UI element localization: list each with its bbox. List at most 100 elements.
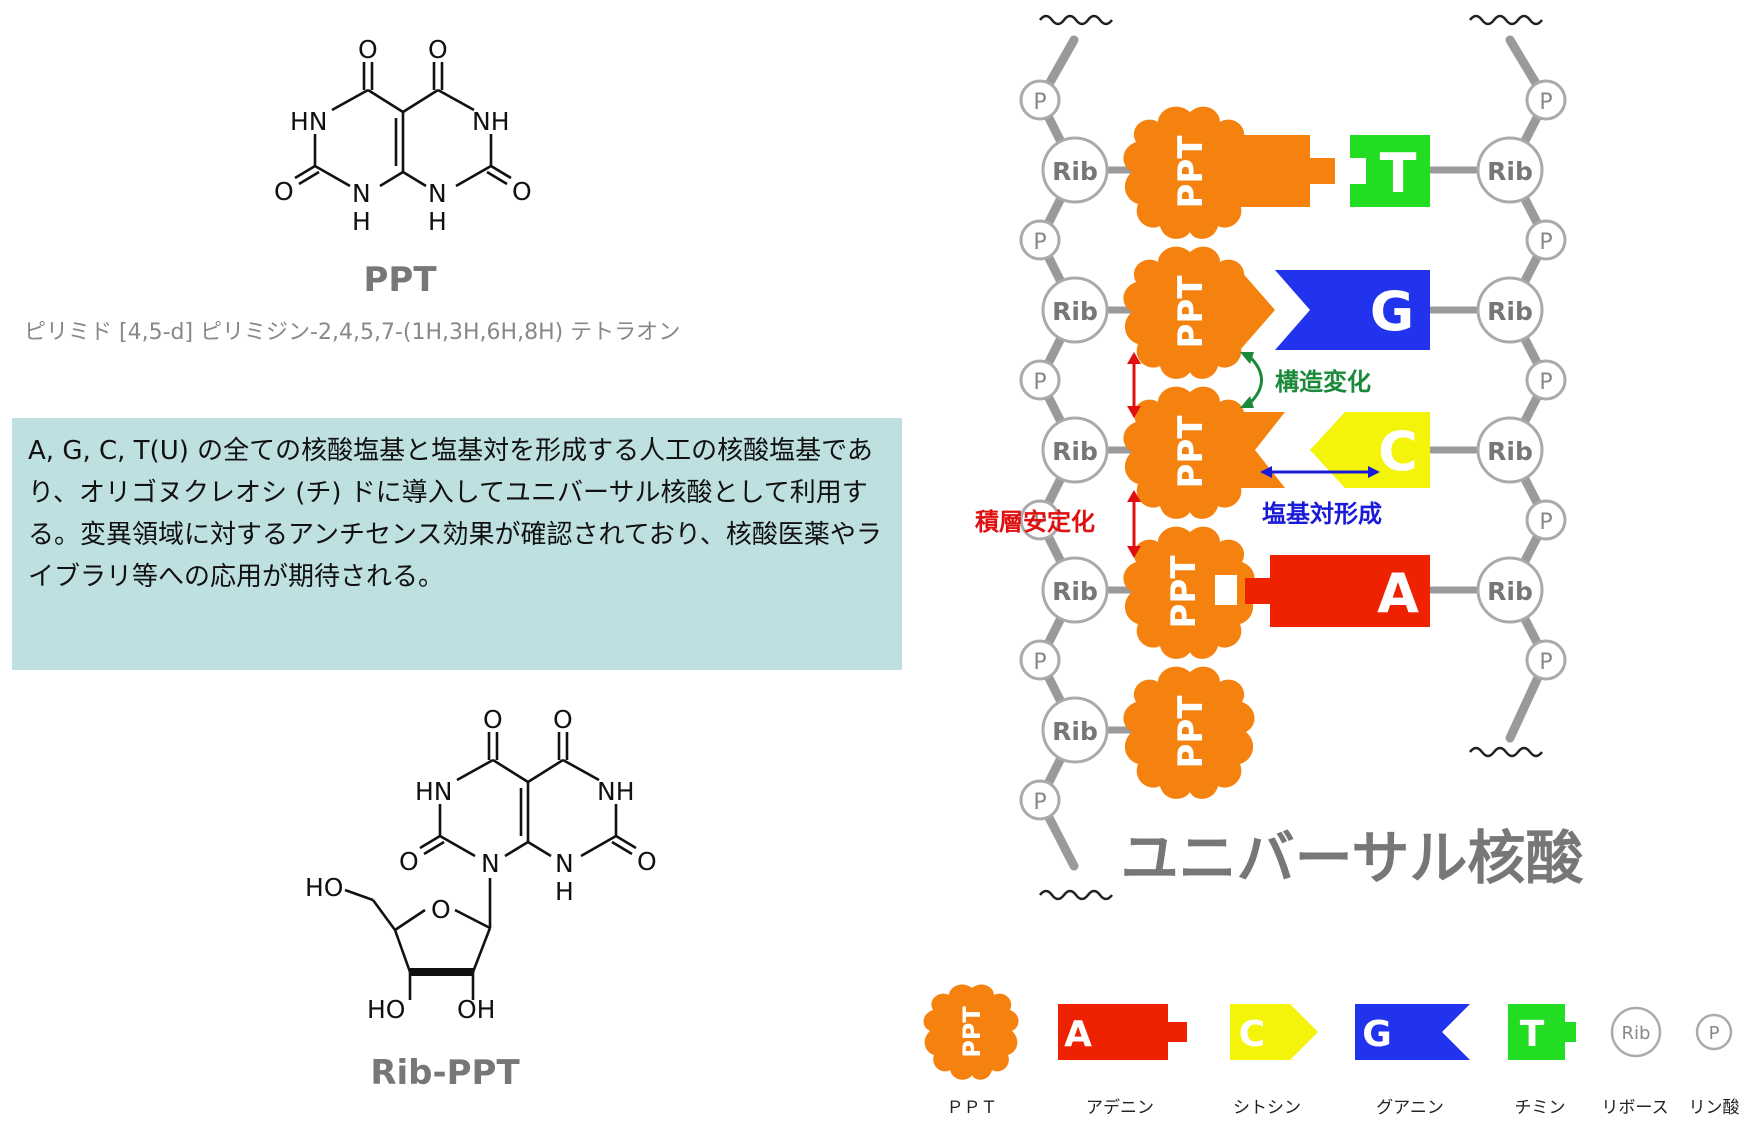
svg-text:Rib: Rib — [1052, 437, 1098, 466]
svg-text:Rib: Rib — [1487, 437, 1533, 466]
svg-text:Rib: Rib — [1487, 297, 1533, 326]
svg-text:A: A — [1377, 562, 1419, 625]
ppt-unit-4: PPT — [1123, 526, 1255, 659]
ribose-circle: Rib — [1476, 276, 1544, 344]
phosphate-circle: P — [1019, 779, 1061, 821]
svg-text:Rib: Rib — [1052, 297, 1098, 326]
svg-text:A: A — [1064, 1014, 1092, 1055]
rib-ppt-o-top-left: O — [483, 705, 503, 734]
svg-text:P: P — [1033, 90, 1046, 115]
riboses: Rib Rib Rib Rib Rib Rib Rib Rib Rib — [1041, 136, 1544, 764]
ppt-o-right: O — [512, 177, 532, 206]
svg-text:P: P — [1033, 510, 1046, 535]
svg-text:P: P — [1033, 230, 1046, 255]
legend-ppt-icon: PPT — [923, 984, 1019, 1080]
wavy-end-bottom-right — [1469, 746, 1543, 758]
ppt-o-left: O — [274, 177, 294, 206]
svg-text:T: T — [1380, 142, 1417, 205]
phosphate-circle: P — [1525, 499, 1567, 541]
legend-label-cytosine: シトシン — [1233, 1098, 1301, 1118]
ppt-unit-2: PPT — [1123, 246, 1275, 379]
phosphate-circle: P — [1019, 79, 1061, 121]
ppt-unit-3: PPT — [1123, 386, 1285, 519]
ppt-h-left: H — [352, 207, 371, 236]
svg-text:PPT: PPT — [958, 1006, 986, 1058]
rib-ppt-nh: NH — [597, 777, 635, 806]
rib-ppt-oh-bottom: OH — [457, 995, 495, 1024]
ppt-n-left: N — [352, 179, 371, 208]
ribose-circle: Rib — [1041, 696, 1109, 764]
description-text: A, G, C, T(U) の全ての核酸塩基と塩基対を形成する人工の核酸塩基であ… — [28, 436, 882, 592]
base-pairing-label: 塩基対形成 — [1262, 500, 1382, 528]
svg-text:T: T — [1520, 1014, 1545, 1055]
ribose-circle: Rib — [1476, 556, 1544, 624]
ppt-structure: O O HN NH O O N H N H — [274, 35, 532, 236]
wavy-end-bottom-left — [1039, 889, 1113, 901]
phosphate-circle: P — [1019, 359, 1061, 401]
description-box: A, G, C, T(U) の全ての核酸塩基と塩基対を形成する人工の核酸塩基であ… — [12, 418, 902, 670]
ribose-circle: Rib — [1041, 416, 1109, 484]
svg-text:Rib: Rib — [1052, 157, 1098, 186]
rib-ppt-o-left: O — [399, 847, 419, 876]
base-pairing-arrow — [1260, 466, 1380, 478]
diagram-title: ユニバーサル核酸 — [1121, 824, 1585, 892]
ppt-o-top-left: O — [358, 35, 378, 64]
phosphate-circle: P — [1525, 359, 1567, 401]
svg-text:PPT: PPT — [1171, 415, 1211, 489]
ppt-o-top-right: O — [428, 35, 448, 64]
phosphate-circle: P — [1019, 639, 1061, 681]
cytosine-base: C — [1310, 412, 1430, 488]
svg-text:C: C — [1378, 420, 1418, 483]
conformational-change-arrow — [1240, 352, 1263, 408]
ppt-h-right: H — [428, 207, 447, 236]
phosphate-circle: P — [1019, 219, 1061, 261]
svg-text:Rib: Rib — [1052, 577, 1098, 606]
ppt-hn: HN — [290, 107, 328, 136]
ribose-circle: Rib — [1476, 136, 1544, 204]
ppt-name: PPT — [363, 260, 437, 300]
stacking-arrow-upper — [1127, 352, 1141, 418]
ribose-circle: Rib — [1041, 136, 1109, 204]
svg-text:P: P — [1539, 90, 1552, 115]
wavy-end-top-right — [1469, 14, 1543, 26]
ppt-unit-1: PPT — [1123, 106, 1335, 239]
svg-text:PPT: PPT — [1171, 695, 1211, 769]
ribose-circle: Rib — [1041, 556, 1109, 624]
svg-text:P: P — [1033, 650, 1046, 675]
legend: PPT A C G T Rib P — [923, 984, 1733, 1080]
adenine-base: A — [1245, 555, 1430, 627]
rib-ppt-nh-bottom: N — [555, 849, 574, 878]
stacking-label: 積層安定化 — [975, 508, 1095, 536]
legend-ribose-icon: Rib — [1610, 1006, 1662, 1058]
legend-label-thymine: チミン — [1514, 1098, 1566, 1118]
phosphate-circle: P — [1019, 499, 1061, 541]
svg-text:Rib: Rib — [1622, 1023, 1651, 1044]
svg-text:PPT: PPT — [1164, 555, 1204, 629]
rib-ppt-h-bottom: H — [555, 877, 574, 906]
rib-ppt-hn: HN — [415, 777, 453, 806]
svg-text:P: P — [1033, 790, 1046, 815]
legend-label-ppt: ＰＰＴ — [946, 1098, 998, 1118]
universal-nucleic-acid-diagram: P P P P P P P P P P P Rib Rib Rib Rib Ri… — [975, 14, 1585, 901]
thymine-base: T — [1350, 135, 1430, 207]
legend-thymine-icon: T — [1508, 1004, 1576, 1060]
legend-cytosine-icon: C — [1230, 1004, 1318, 1060]
rib-ppt-o-top-right: O — [553, 705, 573, 734]
svg-text:PPT: PPT — [1171, 275, 1211, 349]
svg-text:P: P — [1539, 650, 1552, 675]
svg-text:P: P — [1539, 510, 1552, 535]
legend-label-adenine: アデニン — [1086, 1098, 1154, 1118]
svg-text:C: C — [1239, 1014, 1265, 1055]
legend-label-ribose: リボース — [1601, 1098, 1669, 1118]
ppt-unit-5: PPT — [1123, 666, 1255, 799]
phosphate-circle: P — [1525, 79, 1567, 121]
svg-text:P: P — [1539, 370, 1552, 395]
legend-adenine-icon: A — [1058, 1004, 1187, 1060]
legend-guanine-icon: G — [1355, 1004, 1470, 1060]
svg-text:P: P — [1539, 230, 1552, 255]
rib-ppt-n: N — [481, 849, 500, 878]
svg-text:G: G — [1362, 1014, 1392, 1055]
rib-ppt-o-right: O — [637, 847, 657, 876]
legend-label-phosphate: リン酸 — [1688, 1098, 1740, 1118]
svg-text:P: P — [1709, 1023, 1720, 1044]
